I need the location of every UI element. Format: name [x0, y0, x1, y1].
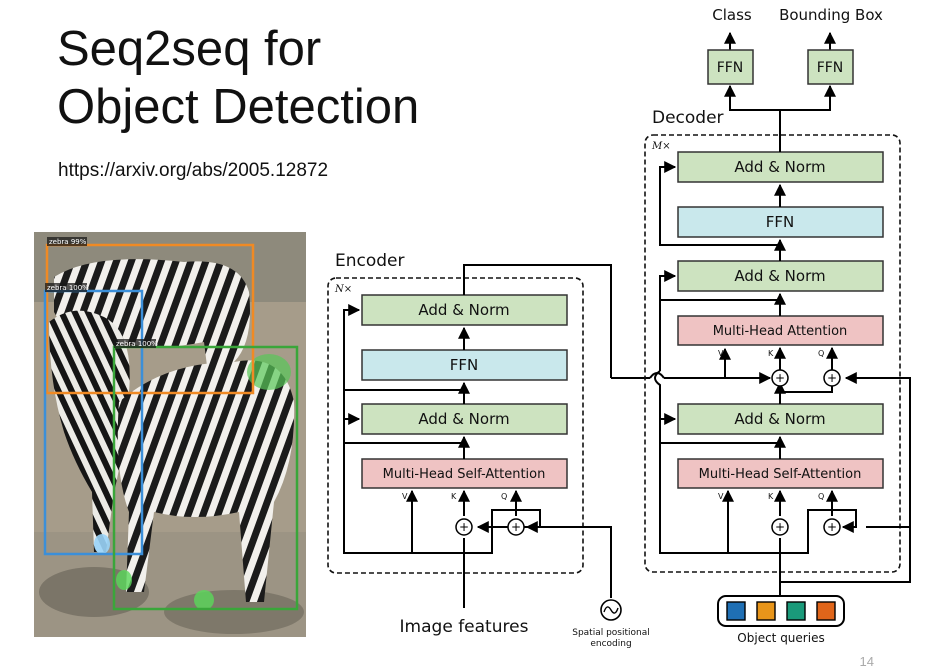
decoder-cross-v-label: V	[718, 349, 724, 358]
decoder-repeat-label: M×	[651, 141, 671, 152]
paper-url[interactable]: https://arxiv.org/abs/2005.12872	[58, 160, 329, 181]
decoder-ffn	[677, 206, 884, 238]
plus-icon: +	[827, 371, 837, 385]
encoder-v-label: V	[402, 492, 408, 501]
decoder-cross-k-label: K	[768, 349, 774, 358]
encoder-q-label: Q	[501, 492, 507, 501]
zebra-detection-image: zebra 99% zebra 100% zebra 100%	[34, 232, 306, 637]
encoder-k-label: K	[451, 492, 457, 501]
detection-label-3: zebra 100%	[116, 340, 158, 348]
query-token-2	[756, 601, 776, 621]
image-features-label: Image features	[400, 617, 529, 637]
encoder-repeat-label: N×	[334, 284, 352, 295]
encoder-add-norm-top-label: Add & Norm	[418, 301, 509, 319]
decoder-cross-attention	[677, 315, 884, 346]
decoder-title: Decoder	[652, 108, 724, 128]
decoder-add-self-k	[771, 518, 789, 536]
decoder-self-v-label: V	[718, 492, 724, 501]
decoder-ffn-label: FFN	[766, 213, 794, 231]
detection-label-2: zebra 100%	[47, 284, 89, 292]
query-token-3	[786, 601, 806, 621]
decoder-add-norm-1-label: Add & Norm	[734, 158, 825, 176]
positional-label-2: encoding	[590, 639, 631, 649]
decoder-add-norm-1	[677, 151, 884, 183]
plus-icon: +	[459, 520, 469, 534]
class-ffn	[707, 49, 754, 85]
decoder-cross-q-label: Q	[818, 349, 824, 358]
plus-icon: +	[775, 520, 785, 534]
plus-icon: +	[511, 520, 521, 534]
encoder-ffn-label: FFN	[450, 356, 478, 374]
decoder-add-self-q	[823, 518, 841, 536]
class-output-label: Class	[712, 6, 752, 24]
decoder-add-norm-2-label: Add & Norm	[734, 267, 825, 285]
object-queries-container	[717, 595, 845, 627]
object-queries-label: Object queries	[737, 631, 824, 645]
decoder-self-q-label: Q	[818, 492, 824, 501]
decoder-cross-attention-label: Multi-Head Attention	[713, 324, 848, 339]
bbox-output-label: Bounding Box	[779, 6, 883, 24]
page-number: 14	[859, 654, 874, 669]
encoder-add-norm-bottom-label: Add & Norm	[418, 410, 509, 428]
plus-icon: +	[827, 520, 837, 534]
plus-icon: +	[775, 371, 785, 385]
slide-title: Seq2seq for Object Detection	[57, 20, 419, 136]
decoder-add-norm-3-label: Add & Norm	[734, 410, 825, 428]
encoder-add-norm-bottom	[361, 403, 568, 435]
encoder-add-norm-top	[361, 294, 568, 326]
encoder-self-attention-label: Multi-Head Self-Attention	[383, 467, 546, 482]
decoder-add-norm-3	[677, 403, 884, 435]
query-token-4	[816, 601, 836, 621]
detection-label-1: zebra 99%	[49, 238, 87, 246]
encoder-add-k	[455, 518, 473, 536]
decoder-add-cross-k	[771, 369, 789, 387]
encoder-title: Encoder	[335, 251, 405, 271]
encoder-add-q	[507, 518, 525, 536]
title-line-1: Seq2seq for	[57, 22, 322, 76]
bbox-ffn	[807, 49, 854, 85]
class-ffn-label: FFN	[717, 60, 744, 76]
decoder-self-attention-label: Multi-Head Self-Attention	[699, 467, 862, 482]
positional-label-1: Spatial positional	[572, 628, 650, 638]
decoder-add-cross-q	[823, 369, 841, 387]
title-line-2: Object Detection	[57, 80, 420, 134]
bbox-ffn-label: FFN	[817, 60, 844, 76]
decoder-self-k-label: K	[768, 492, 774, 501]
query-token-1	[726, 601, 746, 621]
decoder-container	[644, 134, 901, 573]
decoder-self-attention	[677, 458, 884, 489]
